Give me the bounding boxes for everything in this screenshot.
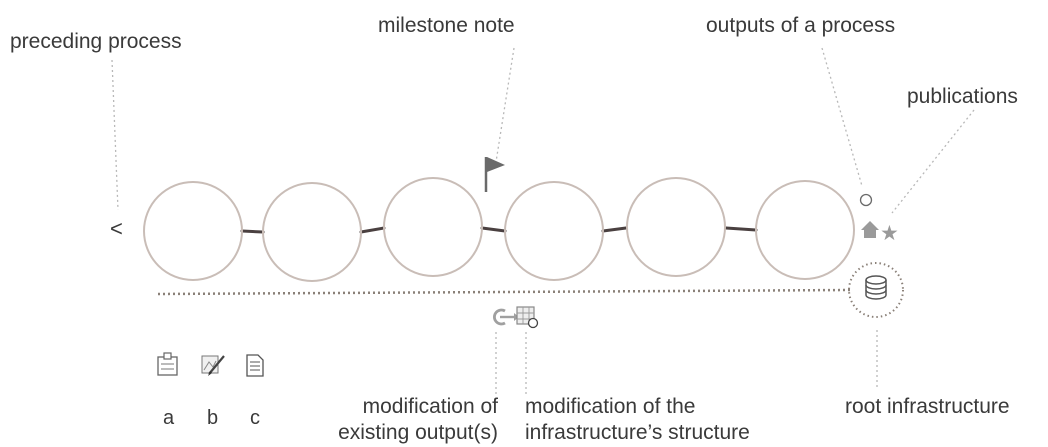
process-connectors (240, 226, 758, 234)
process-circle-1 (143, 181, 243, 281)
leader-lines (111, 47, 975, 396)
database-icon (865, 275, 887, 300)
connector-1-2 (240, 229, 265, 234)
label-publications: publications (907, 85, 1018, 108)
label-preceding-process: preceding process (10, 30, 182, 53)
leader-milestone-note (495, 47, 515, 163)
label-milestone-note: milestone note (378, 14, 515, 37)
legend-letter-a: a (163, 407, 175, 429)
output-home-icon (861, 221, 879, 238)
label-outputs-of-process: outputs of a process (706, 14, 896, 37)
label-modification-existing-line2: existing output(s) (338, 421, 498, 444)
process-circle-4 (504, 181, 604, 281)
infrastructure-dotted-line (157, 288, 851, 296)
label-modification-structure-line2: infrastructure’s structure (525, 421, 750, 444)
process-circles (143, 177, 855, 282)
drawing-pencil-icon (201, 355, 225, 376)
document-icon (246, 354, 264, 377)
root-infrastructure-icon (848, 262, 904, 318)
process-circle-6 (755, 180, 855, 280)
leader-preceding-process (111, 59, 119, 211)
label-root-infrastructure: root infrastructure (845, 395, 1010, 418)
preceding-process-arrow: < (110, 216, 123, 241)
clipboard-icon (157, 352, 178, 376)
milestone-flag-icon (484, 157, 505, 192)
process-circle-3 (383, 177, 483, 277)
modification-existing-icon (493, 308, 519, 326)
process-circle-2 (262, 182, 362, 282)
legend-letter-b: b (207, 407, 219, 429)
connector-4-5 (601, 226, 628, 233)
output-circle-icon (859, 193, 873, 207)
connector-5-6 (724, 226, 758, 232)
legend-letter-c: c (250, 407, 260, 429)
modification-structure-icon (516, 306, 539, 329)
publication-star-icon: ★ (880, 221, 899, 245)
label-modification-existing-line1: modification of (362, 395, 498, 418)
connector-3-4 (480, 226, 507, 233)
process-circle-5 (626, 177, 726, 277)
leader-outputs (821, 47, 863, 187)
connector-2-3 (359, 226, 386, 234)
leader-publications (891, 109, 975, 214)
label-modification-structure-line1: modification of the (525, 395, 696, 418)
